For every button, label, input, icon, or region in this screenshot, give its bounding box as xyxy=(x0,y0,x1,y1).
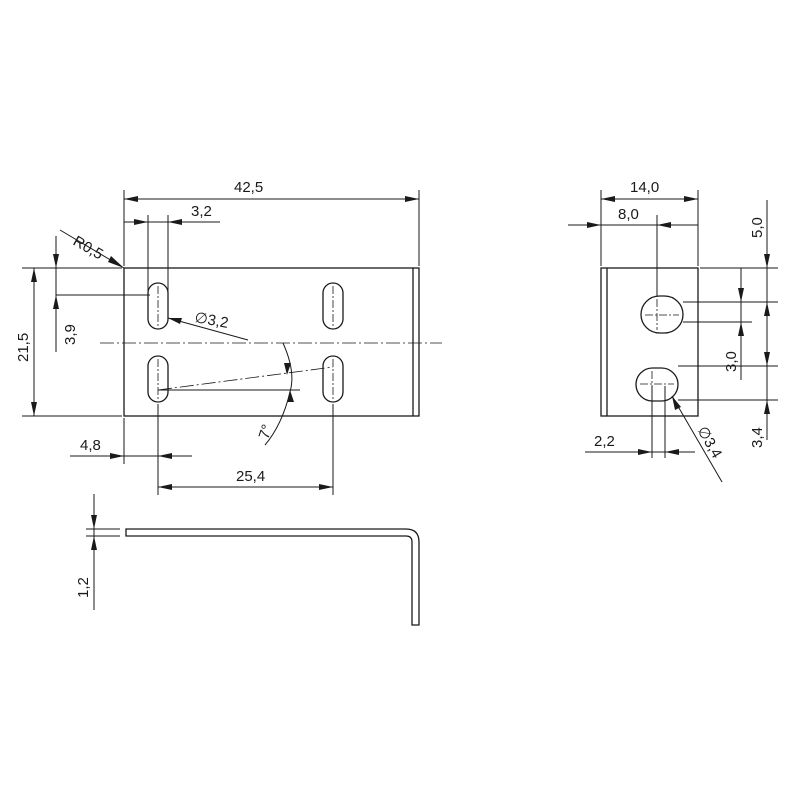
dim-label-top-offset: 5,0 xyxy=(749,217,766,238)
dim-label-edge-offset: 4,8 xyxy=(80,437,101,454)
dim-label-front-width: 42,5 xyxy=(234,179,263,196)
dim-front-height: 21,5 xyxy=(15,267,122,417)
dim-side-offset: 8,0 xyxy=(568,206,698,296)
profile-view xyxy=(125,528,420,626)
dim-angle: 7° xyxy=(256,342,294,446)
dim-label-hole-spacing: 25,4 xyxy=(236,468,265,485)
dim-thickness: 1,2 xyxy=(75,494,120,610)
dim-label-bottom-offset: 3,4 xyxy=(749,427,766,448)
dim-front-width: 42,5 xyxy=(123,179,420,266)
dim-side-slot-offset: 2,2 xyxy=(585,386,695,458)
dim-side-vertical: 5,0 3,4 3,0 xyxy=(678,200,778,448)
dim-corner-radius: R0,5 xyxy=(59,229,125,269)
slot-bottom-left xyxy=(147,355,169,403)
dim-label-front-height: 21,5 xyxy=(15,333,32,362)
dim-label-side-slot-offset: 2,2 xyxy=(594,433,615,450)
front-view xyxy=(100,267,442,417)
dim-hole-spacing: 25,4 xyxy=(158,404,334,495)
dim-edge-offset: 4,8 xyxy=(70,404,192,495)
bracket-profile xyxy=(125,528,420,626)
side-view xyxy=(600,267,699,417)
dim-label-side-width: 14,0 xyxy=(630,179,659,196)
front-plate-outline xyxy=(123,267,420,417)
dim-label-side-offset: 8,0 xyxy=(618,206,639,223)
side-slot-lower xyxy=(635,367,679,402)
slot-top-right xyxy=(322,282,344,330)
dim-label-side-hole-diameter: ∅3,4 xyxy=(694,424,726,462)
dim-label-slot-width: 3,2 xyxy=(191,203,212,220)
side-plate-outline xyxy=(600,267,699,417)
dim-side-width: 14,0 xyxy=(600,179,699,266)
dim-label-slot-spacing-v: 3,0 xyxy=(723,351,740,372)
slot-top-left xyxy=(147,282,169,330)
dim-label-angle: 7° xyxy=(256,422,277,441)
dim-label-slot-offset-v: 3,9 xyxy=(62,324,79,345)
angle-reference-line xyxy=(157,366,334,391)
dim-label-thickness: 1,2 xyxy=(75,577,92,598)
side-slot-upper xyxy=(640,295,684,334)
dim-hole-diameter: ∅3,2 xyxy=(167,309,249,341)
dim-label-corner-radius: R0,5 xyxy=(70,233,106,264)
dim-slot-width: 3,2 xyxy=(124,203,220,300)
dim-slot-offset-v: 3,9 xyxy=(53,236,150,352)
dim-label-hole-diameter: ∅3,2 xyxy=(193,309,229,332)
slot-bottom-right xyxy=(322,355,344,403)
